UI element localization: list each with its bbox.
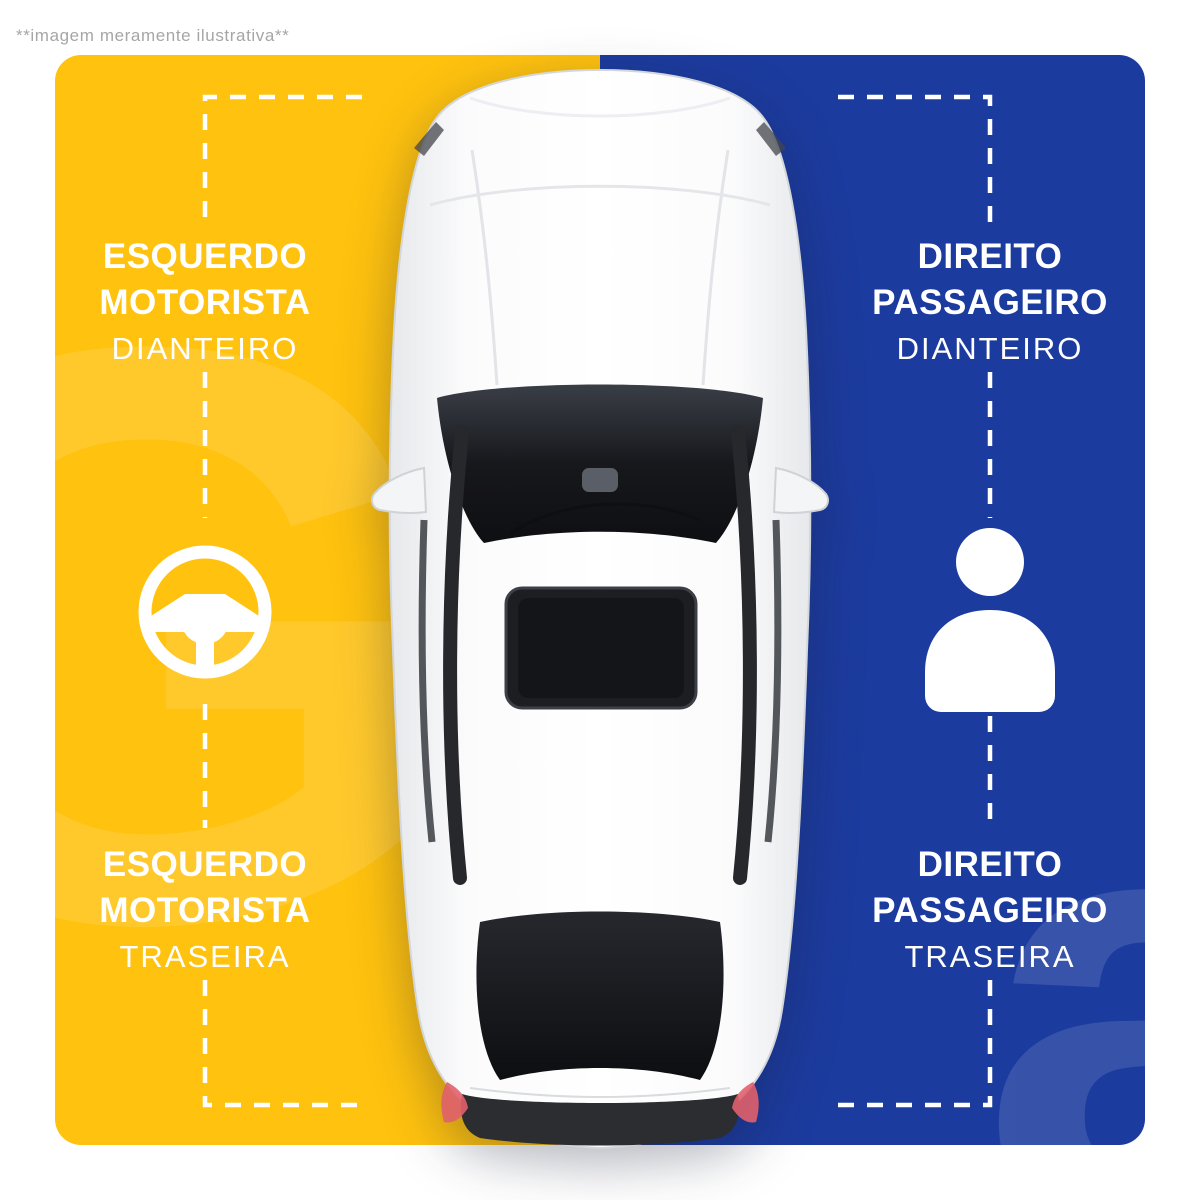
side-mirror-right [772,466,829,515]
rear-bumper-band [460,1094,740,1146]
headlight-left [414,122,444,156]
guide-right-bottom-bracket [838,980,993,1108]
person-body [925,610,1055,712]
disclaimer-text: **imagem meramente ilustrativa** [16,26,290,45]
windshield [437,384,763,543]
label-rear-left-line3: TRASEIRA [119,939,291,974]
label-front-right-line2: PASSAGEIRO [872,283,1108,322]
label-front-right-line1: DIREITO [917,237,1063,276]
side-glass-left [443,425,469,885]
guide-left-top-bracket [202,94,362,222]
guide-left-bottom-bracket [202,980,362,1108]
rearview-mirror [582,468,618,492]
label-front-right: DIREITO PASSAGEIRO DIANTEIRO [820,234,1160,370]
hood-crease-right [701,149,730,386]
bumper-crease [429,184,771,207]
steering-wheel-icon [125,532,285,692]
label-front-left-line2: MOTORISTA [99,283,311,322]
headlight-right [756,122,786,156]
steering-wheel-rim [138,545,272,679]
side-mirror-left [371,466,428,515]
label-front-left-line1: ESQUERDO [102,237,308,276]
person-icon [915,522,1065,714]
label-rear-left-line1: ESQUERDO [102,845,308,884]
guide-right-top-bracket [838,94,993,222]
front-edge-crease [469,96,731,118]
sunroof-inner [518,598,684,698]
label-rear-left: ESQUERDO MOTORISTA TRASEIRA [35,842,375,978]
steering-wheel-hub [181,596,229,644]
label-rear-right-line2: PASSAGEIRO [872,891,1108,930]
steering-wheel-lower-spoke [196,630,214,668]
label-front-left-line3: DIANTEIRO [111,331,299,366]
label-rear-right: DIREITO PASSAGEIRO TRASEIRA [820,842,1160,978]
door-glass-left [418,519,436,843]
trunk-crease [469,1087,731,1098]
person-head [956,528,1024,596]
taillight-right [732,1082,759,1123]
label-rear-right-line3: TRASEIRA [904,939,1076,974]
taillight-left [441,1082,468,1123]
windshield-reflection [509,502,701,536]
door-glass-right [764,519,782,843]
rear-window [476,911,724,1080]
side-glass-right [731,425,757,885]
label-front-right-line3: DIANTEIRO [896,331,1084,366]
label-front-left: ESQUERDO MOTORISTA DIANTEIRO [35,234,375,370]
label-rear-right-line1: DIREITO [917,845,1063,884]
label-rear-left-line2: MOTORISTA [99,891,311,930]
hood-crease-left [470,149,499,386]
